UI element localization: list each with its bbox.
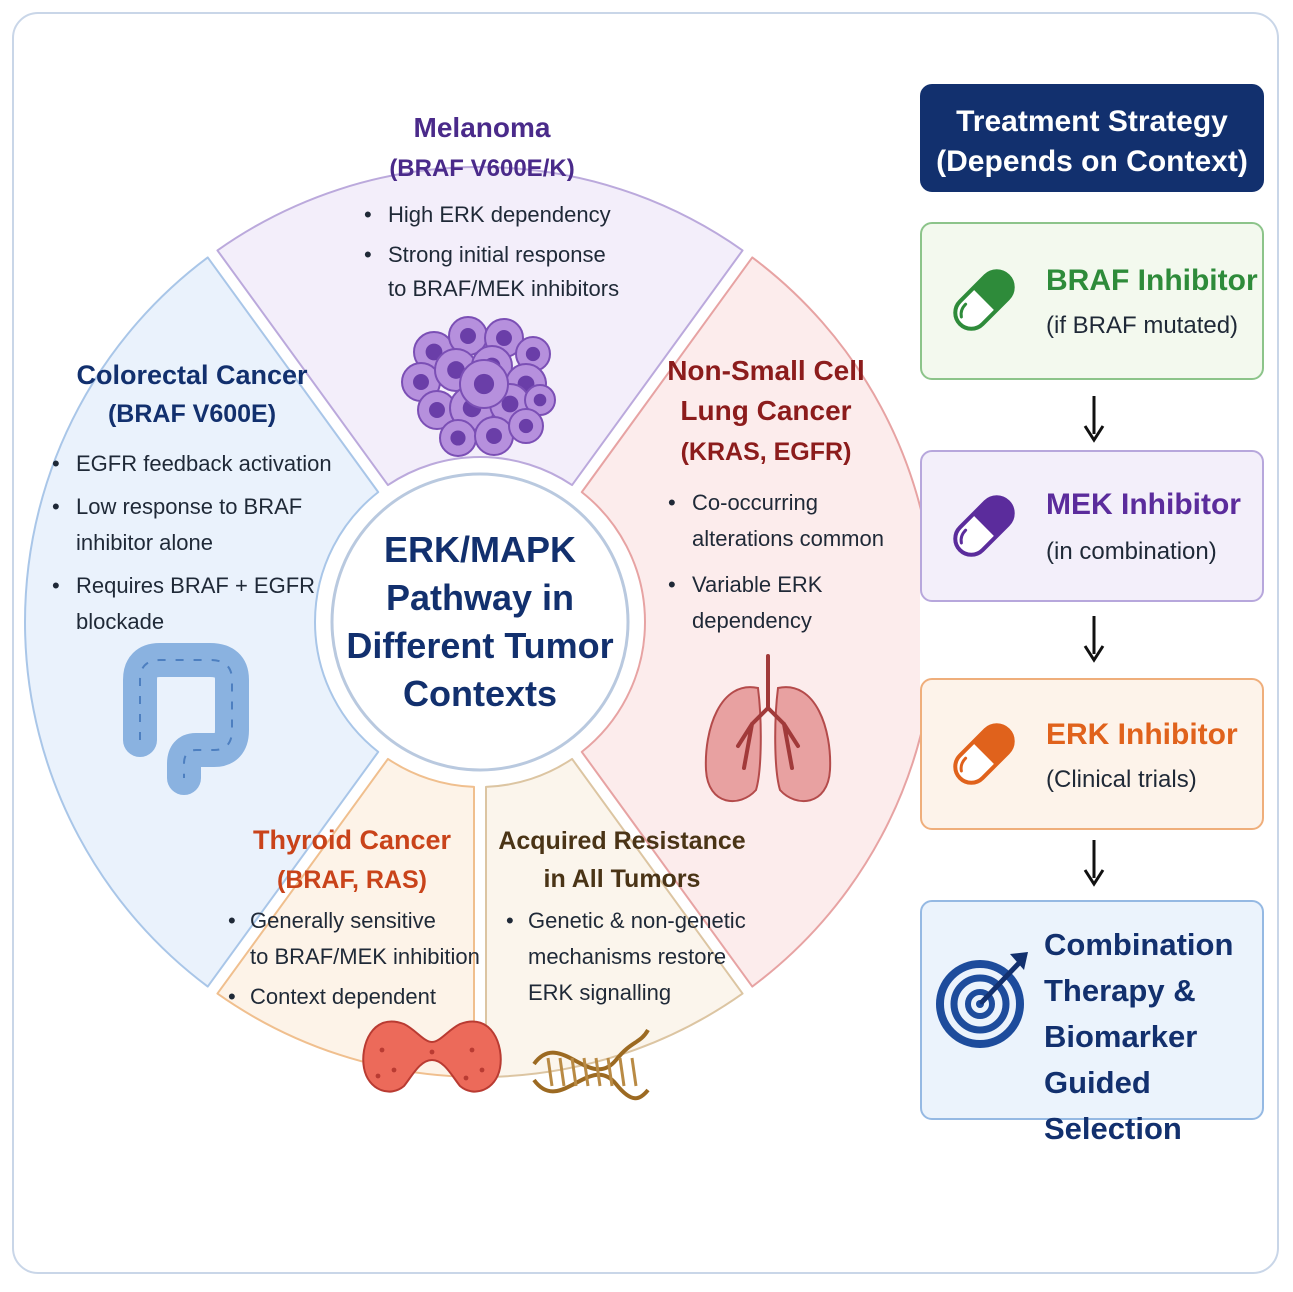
combo-line-3: Biomarker bbox=[1044, 1019, 1198, 1054]
down-arrow-icon bbox=[1083, 840, 1105, 887]
resistance-bullet-1-line-3: ERK signalling bbox=[528, 980, 671, 1005]
nsclc-bullet-2-line-2: dependency bbox=[692, 608, 812, 633]
resistance-title-line-1: Acquired Resistance bbox=[498, 827, 745, 855]
purple-pill-icon bbox=[953, 495, 1015, 557]
erk-inhibitor-card: ERK Inhibitor (Clinical trials) bbox=[920, 678, 1264, 830]
thyroid-bullet-2-line-1: Context dependent bbox=[250, 984, 436, 1009]
nsclc-bullet-2-line-1: Variable ERK bbox=[692, 572, 823, 597]
nsclc-bullet-1-line-2: alterations common bbox=[692, 526, 884, 551]
resistance-bullet-dot: • bbox=[506, 908, 514, 933]
resistance-bullet-1-line-1: Genetic & non-genetic bbox=[528, 908, 746, 933]
colorectal-bullet-2-line-1: Low response to BRAF bbox=[76, 494, 302, 519]
orange-pill-icon bbox=[953, 723, 1015, 785]
segment-nsclc bbox=[580, 256, 920, 988]
down-arrow-icon bbox=[1083, 616, 1105, 663]
segment-colorectal bbox=[24, 256, 380, 988]
colorectal-subtitle: (BRAF V600E) bbox=[108, 400, 276, 428]
braf-inhibitor-title: BRAF Inhibitor bbox=[1046, 264, 1258, 297]
erk-inhibitor-subtitle: (Clinical trials) bbox=[1046, 766, 1197, 793]
treatment-strategy-header: Treatment Strategy (Depends on Context) bbox=[920, 84, 1264, 192]
erk-inhibitor-title: ERK Inhibitor bbox=[1046, 718, 1238, 751]
colorectal-bullet-dot: • bbox=[52, 451, 60, 476]
strategy-header-line2: (Depends on Context) bbox=[936, 145, 1248, 178]
green-pill-icon bbox=[953, 269, 1015, 331]
combo-line-1: Combination bbox=[1044, 927, 1234, 962]
resistance-bullet-1-line-2: mechanisms restore bbox=[528, 944, 726, 969]
tumor-context-wheel: ERK/MAPK Pathway in Different TumorContext… bbox=[24, 112, 920, 1101]
cells-icon bbox=[401, 316, 556, 457]
center-title-line-4: Contexts bbox=[403, 673, 557, 714]
melanoma-subtitle: (BRAF V600E/K) bbox=[389, 155, 574, 182]
melanoma-bullet-2-line-2: to BRAF/MEK inhibitors bbox=[388, 276, 619, 301]
braf-inhibitor-subtitle: (if BRAF mutated) bbox=[1046, 312, 1239, 339]
colorectal-bullet-dot: • bbox=[52, 573, 60, 598]
colorectal-bullet-3-line-2: blockade bbox=[76, 609, 164, 634]
combination-therapy-card: Combination Therapy & Biomarker Guided S… bbox=[920, 900, 1264, 1146]
nsclc-bullet-1-line-1: Co-occurring bbox=[692, 490, 818, 515]
resistance-title-line-2: in All Tumors bbox=[544, 865, 701, 893]
melanoma-bullet-2-line-1: Strong initial response bbox=[388, 242, 606, 267]
thyroid-subtitle: (BRAF, RAS) bbox=[277, 866, 427, 894]
colon-icon bbox=[123, 643, 249, 795]
thyroid-bullet-1-line-2: to BRAF/MEK inhibition bbox=[250, 944, 480, 969]
colorectal-bullet-3-line-1: Requires BRAF + EGFR bbox=[76, 573, 315, 598]
combo-line-2: Therapy & bbox=[1044, 973, 1196, 1008]
combo-line-4: Guided Selection bbox=[1044, 1065, 1182, 1146]
center-title-line-2: Pathway in bbox=[386, 577, 574, 618]
thyroid-title: Thyroid Cancer bbox=[253, 825, 452, 855]
braf-inhibitor-card: BRAF Inhibitor (if BRAF mutated) bbox=[920, 222, 1264, 380]
center-title-line-3: Different Tumor bbox=[346, 625, 613, 666]
mek-inhibitor-card: MEK Inhibitor (in combination) bbox=[920, 450, 1264, 602]
colorectal-bullet-1-line-1: EGFR feedback activation bbox=[76, 451, 332, 476]
center-circle bbox=[330, 472, 630, 772]
nsclc-subtitle: (KRAS, EGFR) bbox=[681, 438, 852, 466]
mek-inhibitor-title: MEK Inhibitor bbox=[1046, 488, 1241, 521]
segment-resistance bbox=[484, 757, 744, 1078]
melanoma-bullet-dot: • bbox=[364, 202, 372, 227]
colorectal-title: Colorectal Cancer bbox=[76, 360, 308, 390]
dna-icon bbox=[532, 1028, 650, 1101]
down-arrow-icon bbox=[1083, 396, 1105, 443]
target-icon bbox=[936, 952, 1028, 1048]
lungs-icon bbox=[704, 654, 832, 803]
thyroid-bullet-1-line-1: Generally sensitive bbox=[250, 908, 436, 933]
melanoma-title: Melanoma bbox=[414, 112, 551, 143]
thyroid-bullet-dot: • bbox=[228, 908, 236, 933]
center-title-line-1: ERK/MAPK bbox=[384, 529, 576, 570]
nsclc-bullet-dot: • bbox=[668, 490, 676, 515]
nsclc-title-line-2: Lung Cancer bbox=[680, 395, 851, 426]
melanoma-bullet-1-line-1: High ERK dependency bbox=[388, 202, 611, 227]
mek-inhibitor-subtitle: (in combination) bbox=[1046, 538, 1217, 565]
thyroid-icon bbox=[362, 1020, 502, 1093]
colorectal-bullet-dot: • bbox=[52, 494, 60, 519]
colorectal-bullet-2-line-2: inhibitor alone bbox=[76, 530, 213, 555]
melanoma-bullet-dot: • bbox=[364, 242, 372, 267]
strategy-header-line1: Treatment Strategy bbox=[956, 105, 1228, 138]
thyroid-bullet-dot: • bbox=[228, 984, 236, 1009]
nsclc-title-line-1: Non-Small Cell bbox=[667, 355, 865, 386]
nsclc-bullet-dot: • bbox=[668, 572, 676, 597]
